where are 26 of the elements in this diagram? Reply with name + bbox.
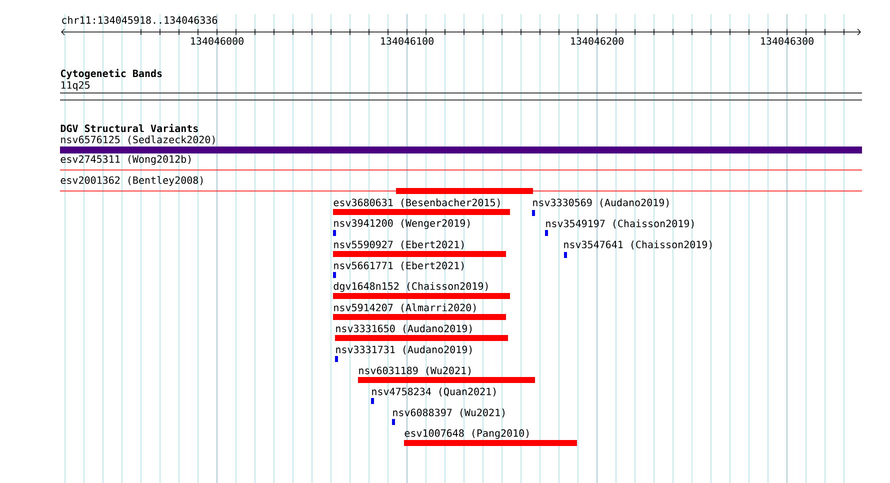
ruler-tick-label: 134046100 (381, 37, 434, 45)
feature-label: nsv5590927 (Ebert2021) (334, 240, 464, 250)
feature-label: esv3680631 (Besenbacher2015) (334, 198, 500, 208)
feature-label: nsv6088397 (Wu2021) (393, 408, 504, 418)
band-label: 11q25 (61, 81, 90, 91)
feature-label: nsv3330569 (Audano2019) (533, 198, 669, 208)
feature-label: nsv5661771 (Ebert2021) (334, 262, 464, 270)
feature-label: esv1007648 (Pang2010) (404, 429, 529, 439)
feature-label: esv2745311 (Wong2012b) (60, 155, 191, 165)
ruler-tick-label: 134046000 (191, 37, 244, 45)
feature-label: esv2001362 (Bentley2008) (60, 176, 203, 186)
track-title: DGV Structural Variants (60, 124, 198, 132)
ruler-tick-label: 134046200 (571, 37, 624, 45)
feature-label: nsv6576125 (Sedlazeck2020) (61, 136, 215, 144)
feature-label: nsv3331731 (Audano2019) (336, 346, 472, 354)
feature-label: nsv5914207 (Almarri2020) (334, 304, 476, 312)
feature-label: nsv3549197 (Chaisson2019) (546, 220, 694, 228)
feature-label: nsv3331650 (Audano2019) (336, 324, 472, 334)
feature-label: nsv4758234 (Quan2021) (372, 388, 496, 396)
track-title: Cytogenetic Bands (60, 68, 162, 80)
feature-label: nsv6031189 (Wu2021) (359, 366, 470, 376)
feature-label: dgv1648n152 (Chaisson2019) (334, 282, 488, 292)
locus-label: chr11:134045918..134046336 (62, 16, 218, 24)
ruler-tick-label: 134046300 (761, 37, 814, 45)
feature-label: nsv3941200 (Wenger2019) (334, 219, 470, 229)
feature-label: nsv3547641 (Chaisson2019) (564, 240, 712, 250)
